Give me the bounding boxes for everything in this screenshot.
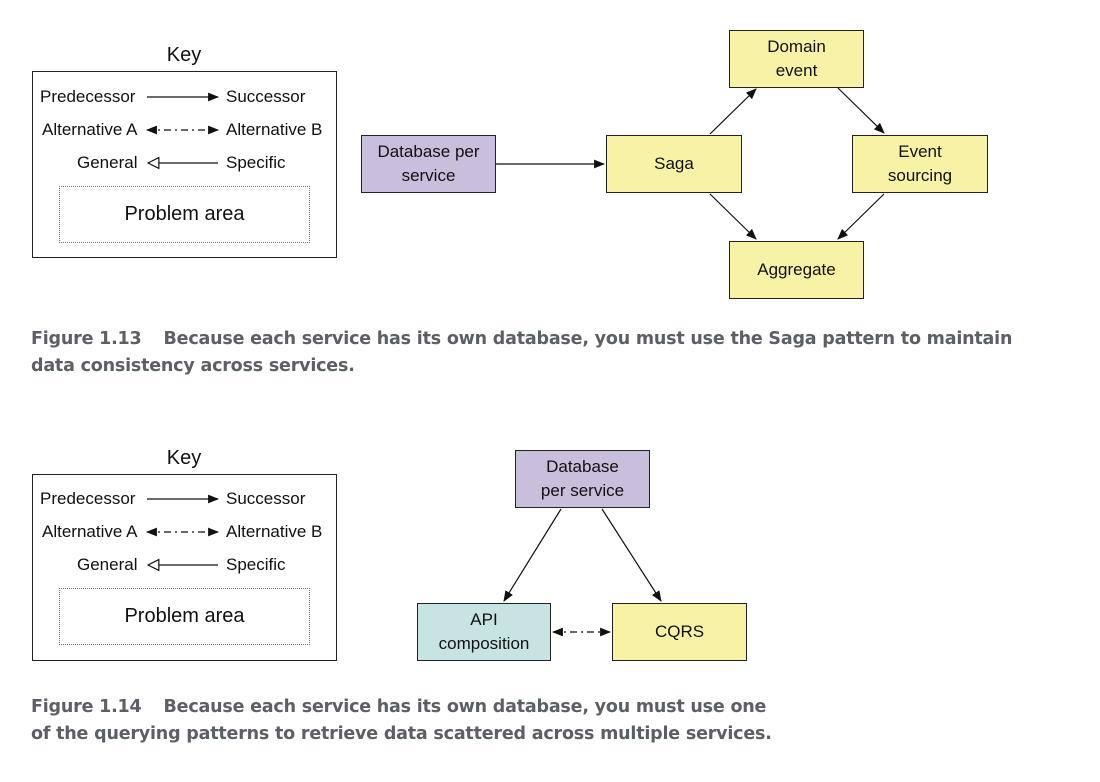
problem-area-legend: Problem area: [59, 588, 310, 645]
key-predecessor: Predecessor: [40, 489, 136, 508]
node-domain-event: Domain event: [729, 30, 864, 88]
problem-area-legend: Problem area: [59, 186, 310, 243]
node-label: CQRS: [654, 622, 705, 641]
node-cqrs: CQRS: [612, 603, 747, 661]
key-alternative-a: Alternative A: [42, 120, 138, 139]
node-aggregate: Aggregate: [729, 241, 864, 299]
edge-saga-to-aggregate: [709, 193, 757, 240]
key-specific: Specific: [226, 555, 286, 574]
node-label: API composition: [438, 610, 530, 653]
edge-saga-to-domain-event: [709, 88, 757, 135]
key-alternative-b: Alternative B: [226, 522, 323, 541]
node-label: Saga: [654, 154, 694, 173]
key-box: [32, 474, 337, 661]
edge-database-to-api-composition: [503, 508, 562, 602]
node-database-per-service: Database per service: [361, 135, 496, 193]
node-label: Database per service: [540, 457, 625, 500]
figure-caption: Figure 1.14 Because each service has its …: [31, 694, 931, 748]
node-label: Database per service: [377, 142, 480, 185]
node-label: Aggregate: [757, 260, 836, 279]
key-alternative-a: Alternative A: [42, 522, 138, 541]
caption-label: Figure 1.13: [31, 329, 142, 349]
key-title: Key: [166, 447, 202, 469]
node-event-sourcing: Event sourcing: [852, 135, 988, 193]
node-label: Event sourcing: [887, 142, 953, 185]
key-general: General: [77, 555, 138, 574]
key-box: [32, 71, 337, 258]
node-api-composition: API composition: [417, 603, 551, 661]
key-general: General: [77, 153, 138, 172]
caption-text-line-2: of the querying patterns to retrieve dat…: [31, 724, 772, 744]
key-specific: Specific: [226, 153, 286, 172]
key-alternative-b: Alternative B: [226, 120, 323, 139]
edge-domain-event-to-event-sourcing: [837, 87, 885, 134]
edge-event-sourcing-to-aggregate: [837, 193, 885, 240]
caption-line-1: Figure 1.14 Because each service has its …: [31, 694, 931, 721]
key-title: Key: [166, 44, 202, 66]
node-saga: Saga: [606, 135, 742, 193]
edge-database-to-cqrs: [601, 508, 662, 602]
caption-text: Because each service has its own databas…: [31, 329, 1013, 376]
key-predecessor: Predecessor: [40, 87, 136, 106]
node-label: Domain event: [767, 37, 826, 80]
key-successor: Successor: [226, 489, 306, 508]
key-successor: Successor: [226, 87, 306, 106]
problem-area-label: Problem area: [124, 605, 245, 627]
caption-label: Figure 1.14: [31, 697, 142, 717]
problem-area-label: Problem area: [124, 203, 245, 225]
node-database-per-service: Database per service: [515, 450, 650, 508]
caption-text-line-1: Because each service has its own databas…: [163, 697, 767, 717]
